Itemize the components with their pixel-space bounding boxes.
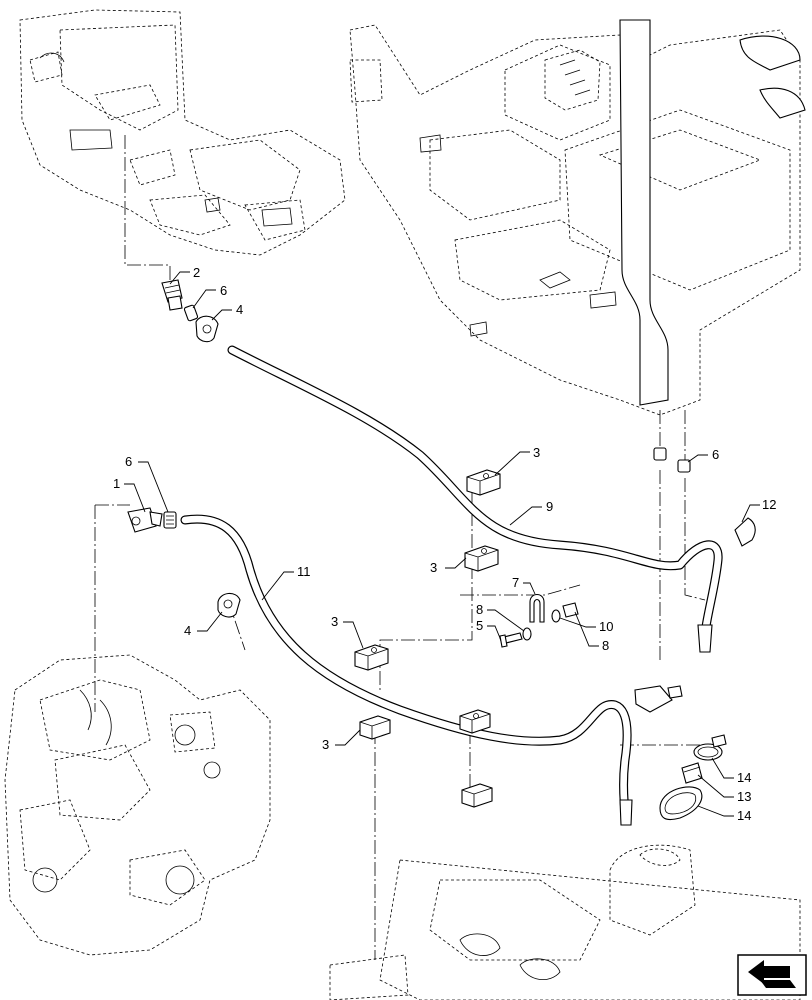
callout-13: 13 (737, 789, 751, 804)
lower-frame-assembly (329, 844, 801, 1000)
callout-4-top: 4 (236, 302, 243, 317)
bracket-near-part-14 (634, 685, 683, 713)
callout-3-bottom: 3 (322, 737, 329, 752)
hose-clamp-part-14-upper (693, 734, 727, 761)
block-part-3-d (359, 715, 391, 740)
cap-part-12 (734, 517, 756, 547)
bolt-part-5 (499, 632, 523, 648)
callout-5: 5 (476, 618, 483, 633)
engine-assembly (4, 654, 271, 956)
ferrule-part-6-left (163, 511, 177, 529)
callout-12: 12 (762, 497, 776, 512)
ferrule-part-6-right (653, 447, 691, 473)
callout-11: 11 (297, 564, 311, 579)
callout-6-left: 6 (125, 454, 132, 469)
callout-4-lower: 4 (184, 623, 191, 638)
connector-part-13 (681, 762, 703, 784)
callout-10: 10 (599, 619, 613, 634)
callout-3-middle: 3 (430, 560, 437, 575)
cab-frame-assembly (349, 19, 806, 416)
block-part-3-c (354, 644, 389, 671)
navigation-arrow-button[interactable] (737, 954, 807, 996)
alignment-lines (94, 135, 706, 960)
upper-frame-assembly (19, 9, 346, 256)
u-bolt-part-7 (529, 593, 545, 623)
clamp-part-4-top (195, 315, 219, 343)
hose-9 (227, 345, 723, 653)
block-part-3-f (461, 783, 493, 808)
callout-14-lower: 14 (737, 808, 751, 823)
elbow-fitting-part-1 (127, 507, 163, 533)
callout-1: 1 (113, 476, 120, 491)
callout-6-right: 6 (712, 447, 719, 462)
callout-8-upper: 8 (476, 602, 483, 617)
callout-7: 7 (512, 575, 519, 590)
ferrule-part-6-top (183, 304, 199, 322)
block-part-3-e (459, 709, 491, 734)
block-part-3-b (464, 545, 499, 572)
hose-clamp-part-14-lower (659, 786, 703, 821)
callout-3-lower: 3 (331, 614, 338, 629)
washer-part-8 (522, 609, 561, 641)
block-part-3-a (466, 469, 501, 496)
callout-6-top: 6 (220, 283, 227, 298)
callout-9: 9 (546, 499, 553, 514)
arrow-left-icon (748, 960, 796, 988)
leader-lines (124, 271, 760, 817)
clamp-part-4-lower (217, 592, 241, 618)
fitting-part-2 (161, 279, 183, 311)
callout-8-lower: 8 (602, 638, 609, 653)
callout-3-top: 3 (533, 445, 540, 460)
callout-labels: 2 6 4 3 9 6 12 6 1 11 3 7 8 10 5 8 4 3 3… (113, 265, 776, 823)
nut-part-10 (562, 602, 579, 618)
callout-2: 2 (193, 265, 200, 280)
hose-11 (180, 514, 633, 826)
callout-14-upper: 14 (737, 770, 751, 785)
